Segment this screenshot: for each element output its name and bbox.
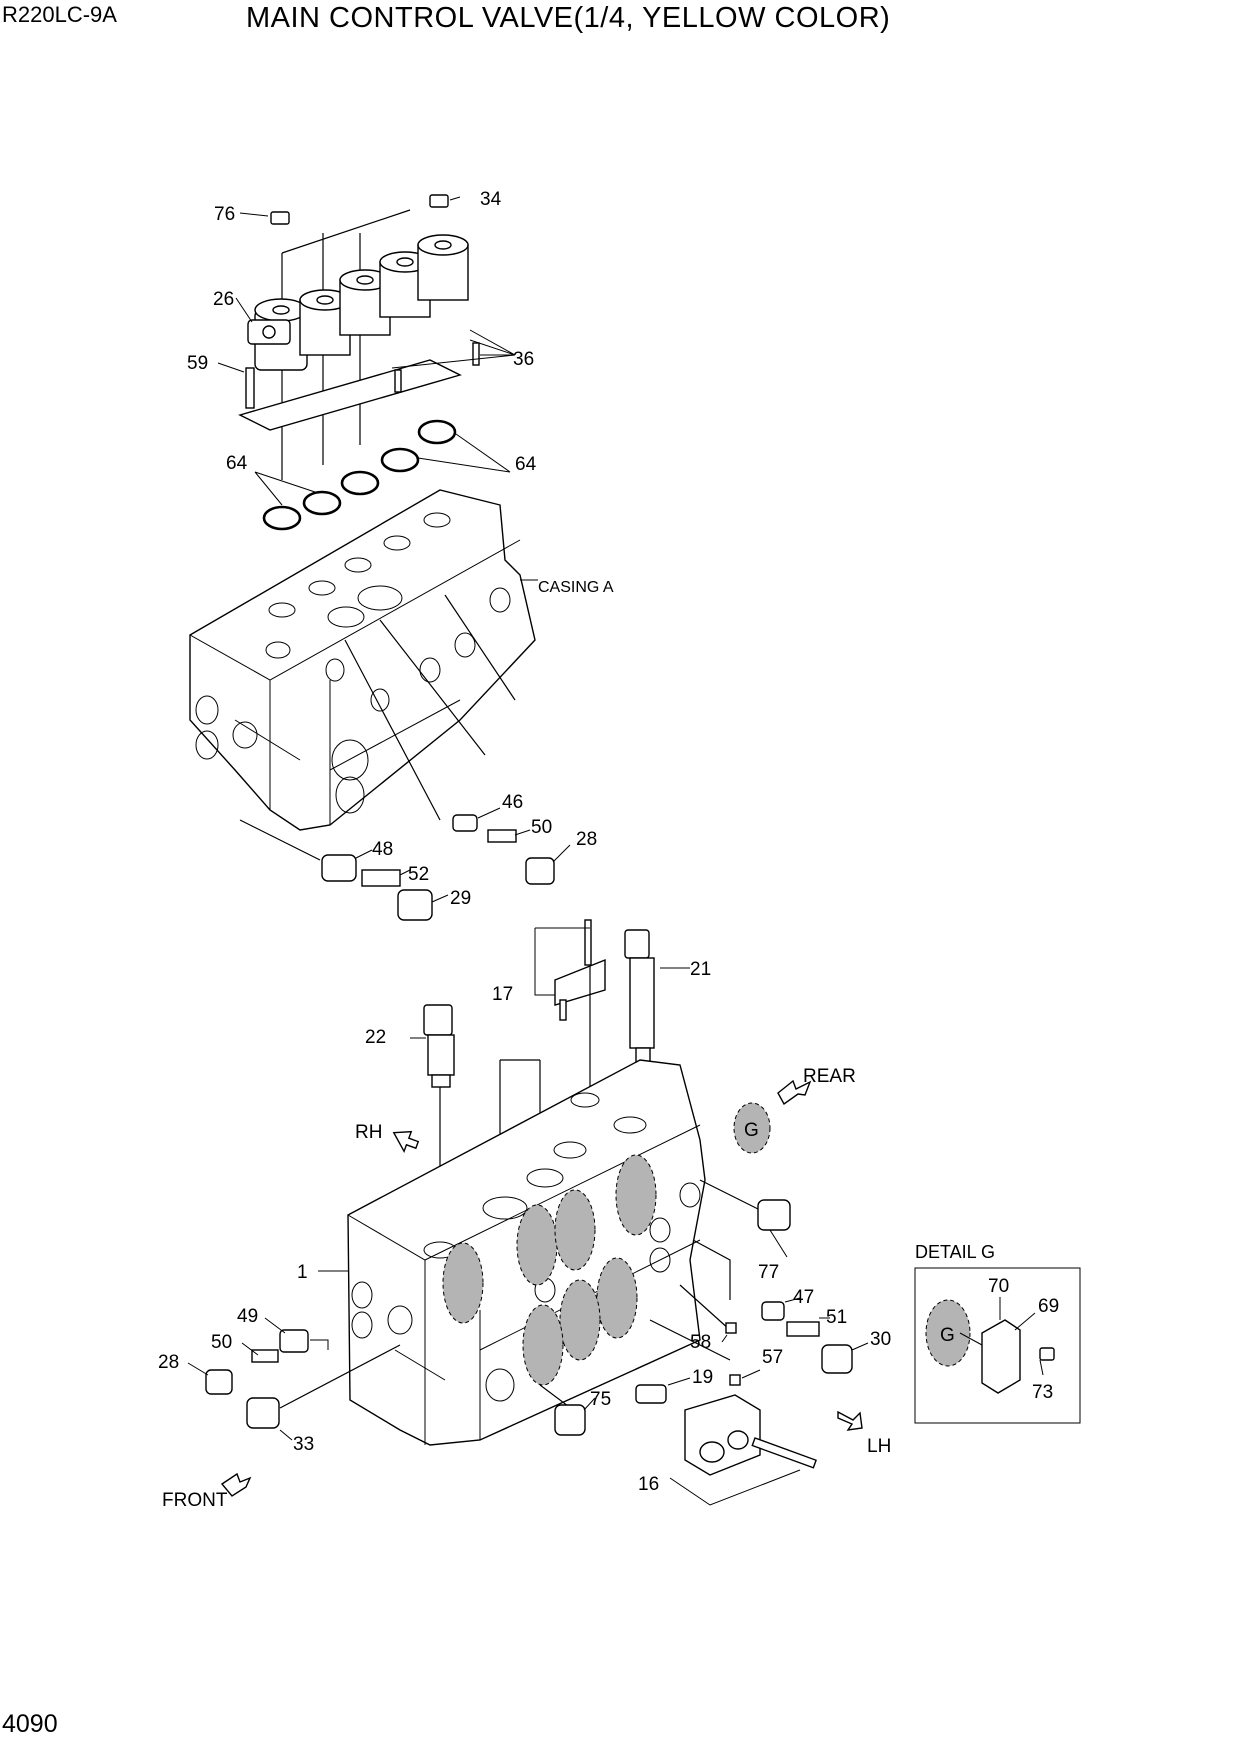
callout-75: 75	[590, 1389, 611, 1410]
detail-g-title: DETAIL G	[915, 1242, 995, 1262]
callout-50-lower: 50	[211, 1332, 232, 1353]
callout-57: 57	[762, 1347, 783, 1368]
callout-36: 36	[513, 349, 534, 370]
relief-valves	[410, 919, 690, 1250]
page-title: MAIN CONTROL VALVE(1/4, YELLOW COLOR)	[246, 2, 891, 34]
callout-16: 16	[638, 1474, 659, 1495]
callout-76: 76	[214, 204, 235, 225]
callout-49: 49	[237, 1306, 258, 1327]
callout-64-right: 64	[515, 454, 537, 475]
callout-22: 22	[365, 1027, 386, 1048]
callout-1: 1	[297, 1262, 308, 1283]
callout-30: 30	[870, 1329, 891, 1350]
callout-73: 73	[1032, 1382, 1053, 1403]
callout-58: 58	[690, 1332, 711, 1353]
detail-g-marker-label: G	[940, 1325, 955, 1346]
right-fittings	[554, 1199, 869, 1506]
callout-52: 52	[408, 864, 429, 885]
callout-labels: 76 34 26 36 59 64 64 46 50 28 48 52 29 1…	[158, 189, 1059, 1495]
model-code: R220LC-9A	[2, 2, 117, 27]
callout-29: 29	[450, 888, 471, 909]
callout-17: 17	[492, 984, 513, 1005]
callout-50-upper: 50	[531, 817, 552, 838]
callout-70: 70	[988, 1276, 1009, 1297]
direction-rear: REAR	[803, 1066, 856, 1087]
solenoid-block-assembly	[217, 194, 516, 480]
callout-77: 77	[758, 1262, 779, 1283]
callout-47: 47	[793, 1287, 814, 1308]
callout-26: 26	[213, 289, 234, 310]
main-valve-casing	[318, 1059, 771, 1446]
callout-69: 69	[1038, 1296, 1059, 1317]
detail-g-box: G	[914, 1267, 1081, 1424]
callout-51: 51	[826, 1307, 847, 1328]
page-number: 4090	[2, 1710, 58, 1738]
plug-spring-sets-upper	[321, 807, 571, 921]
callout-34: 34	[480, 189, 502, 210]
callout-48: 48	[372, 839, 393, 860]
g-marker-label: G	[744, 1120, 759, 1141]
callout-28-lower: 28	[158, 1352, 179, 1373]
callout-59: 59	[187, 353, 208, 374]
direction-lh: LH	[867, 1436, 891, 1457]
left-fittings	[187, 1317, 401, 1441]
callout-28-upper: 28	[576, 829, 597, 850]
callout-21: 21	[690, 959, 711, 980]
casing-label: CASING A	[538, 579, 614, 596]
o-ring-set	[254, 419, 511, 531]
direction-arrows	[220, 1079, 863, 1497]
direction-rh: RH	[355, 1122, 382, 1143]
direction-front: FRONT	[162, 1490, 228, 1511]
callout-46: 46	[502, 792, 523, 813]
callout-33: 33	[293, 1434, 314, 1455]
g-marker: G	[733, 1102, 771, 1154]
callout-19: 19	[692, 1367, 713, 1388]
casing-a-upper	[189, 489, 538, 861]
callout-64-left: 64	[226, 453, 248, 474]
